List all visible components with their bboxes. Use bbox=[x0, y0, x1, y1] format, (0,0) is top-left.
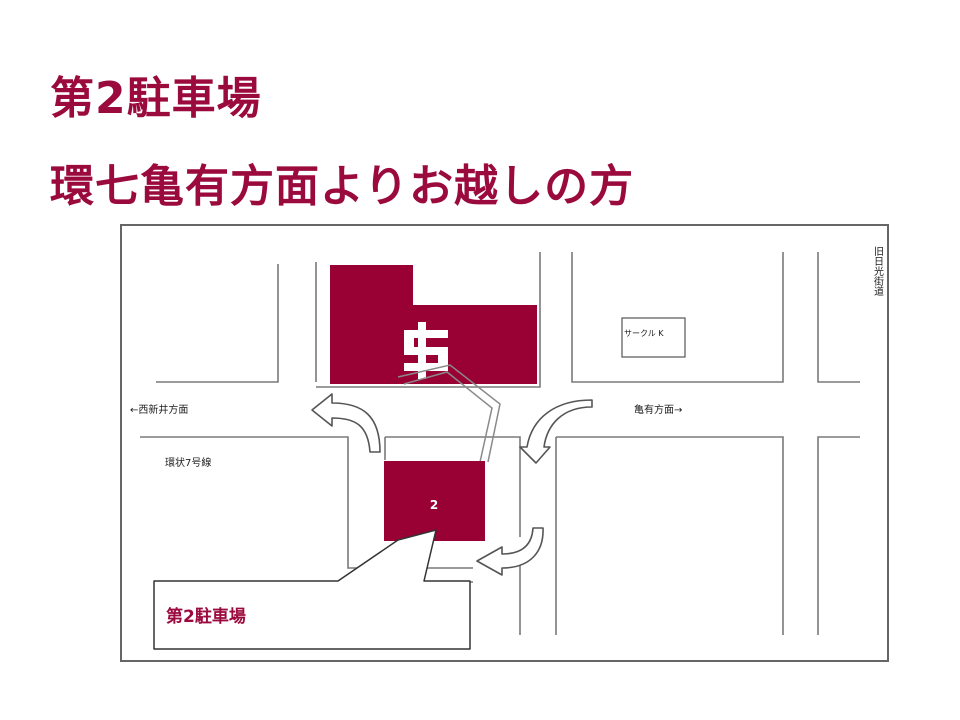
logo-s-icon bbox=[404, 322, 448, 379]
turn-arrow-icon bbox=[519, 399, 593, 464]
callout-label: 第2駐車場 bbox=[166, 606, 246, 627]
walkway bbox=[397, 364, 501, 463]
street-lines bbox=[140, 252, 860, 635]
east-direction-label: 亀有方面→ bbox=[634, 403, 682, 416]
parking-lot-2 bbox=[384, 461, 485, 541]
turn-arrow-icon bbox=[311, 393, 381, 453]
convenience-store-building bbox=[621, 317, 686, 358]
callout-box bbox=[153, 529, 471, 650]
page-title-line1: 第2駐車場 bbox=[50, 73, 262, 124]
turn-arrow-icon bbox=[476, 527, 544, 576]
convenience-store-label: サークル K bbox=[624, 329, 664, 338]
parking-lot-number: 2 bbox=[430, 498, 438, 512]
west-direction-label: ←西新井方面 bbox=[130, 403, 188, 416]
old-nikko-road-label: 旧日光街道 bbox=[872, 246, 884, 296]
ring-road-label: 環状7号線 bbox=[165, 456, 211, 469]
page-title-line2: 環七亀有方面よりお越しの方 bbox=[50, 161, 635, 212]
main-store-building bbox=[330, 265, 537, 384]
